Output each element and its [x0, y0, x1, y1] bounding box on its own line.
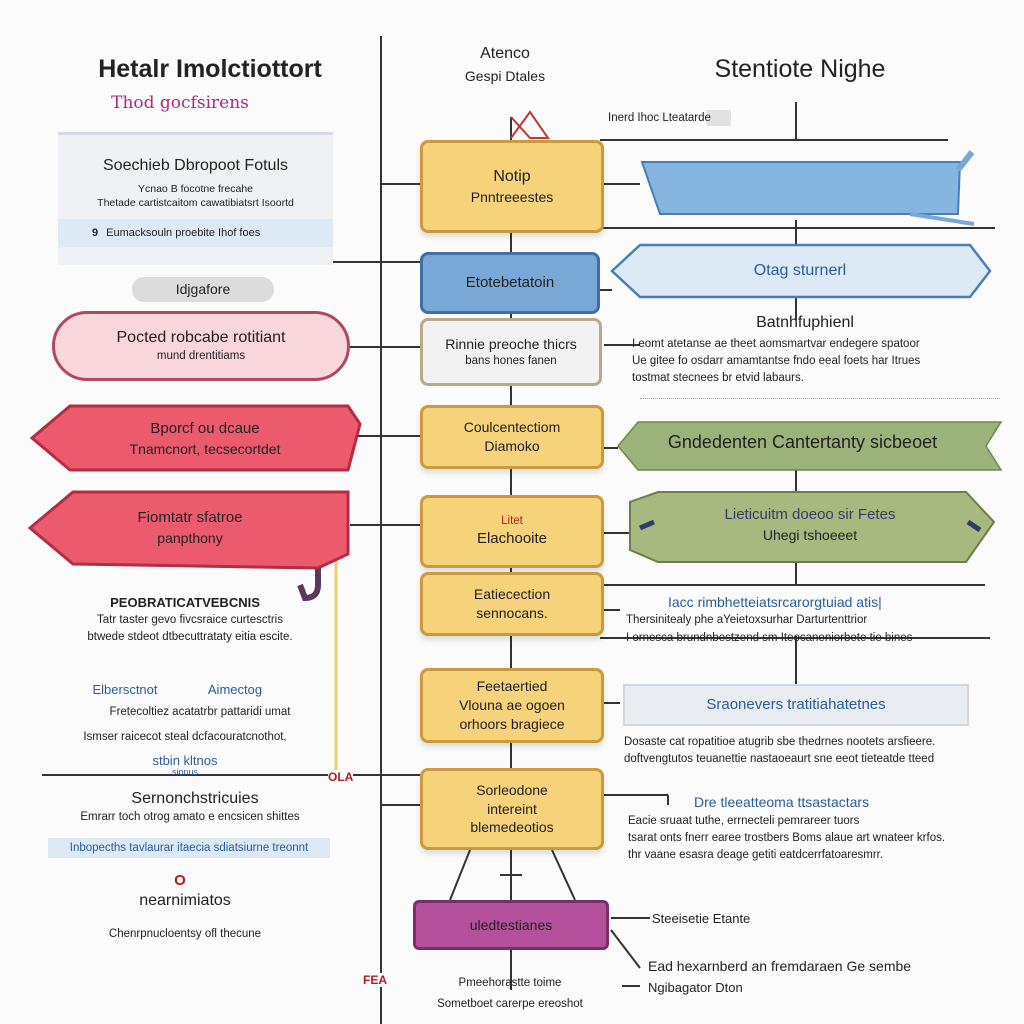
flow-box-8: Sorleodone intereint blemedeotios [420, 768, 604, 850]
green-box-shape [629, 491, 996, 563]
green-banner-shape [617, 421, 1003, 471]
right-section1-line2: Ue gitee fo osdarr amamtantse fndo eeal … [632, 355, 921, 367]
blue-banner-2 [610, 243, 992, 299]
flow-box-3-line1: Rinnie preoche thicrs [445, 335, 577, 352]
flow-box-4: Coulcentectiom Diamoko [420, 405, 604, 469]
red-arrow1-line2: Tnamcnort, tecsecortdet [129, 440, 281, 457]
green-banner-text: Gndedenten Cantertanty sicbeoet [667, 432, 938, 452]
right-title: Stentiote Nighe [714, 55, 886, 83]
card-title: Soechieb Dbropoot Fotuls [103, 157, 288, 174]
center-top-title: Atenco [480, 45, 530, 62]
note-icon: 9 [92, 227, 99, 239]
section1-heading: PEOBRATICATVEBCNIS [110, 595, 260, 610]
center-bottom-line2: Sometboet carerpe ereoshot [437, 998, 583, 1010]
left-card: Soechieb Dbropoot Fotuls Ycnao B focotne… [58, 132, 333, 265]
right-section1-line1: I eomt atetanse ae theet aomsmartvar end… [632, 338, 920, 350]
right-label-p: Steeisetie Etante [652, 911, 751, 926]
flow-box-4-line2: Diamoko [484, 438, 540, 454]
right-section3-line3: thr vaane esasra deage getiti eatdcerrfa… [628, 849, 884, 861]
red-arrow-shape-1 [30, 404, 362, 472]
right-section3-line2: tsarat onts fnerr earee trostbers Boms a… [628, 832, 946, 844]
card-line2: Thetade cartistcaitom cawatibiatsrt Isoo… [97, 197, 294, 209]
center-bottom-line1: Pmeehorastte toime [458, 977, 562, 989]
right-section3-heading: Dre tleeatteoma ttsastactars [694, 794, 870, 810]
pink-box: Pocted robcabe rotitiant mund drentitiam… [52, 311, 350, 381]
right-label-top: Inerd Ihoc Lteatarde [608, 110, 731, 126]
right-para2: doftvengtutos teuanettie nastaoeaurt sne… [624, 753, 935, 765]
blue-banner-2-text: Otag sturnerl [753, 262, 847, 279]
red-arrow-1: Bporcf ou dcaue Tnamcnort, tecsecortdet [70, 406, 340, 472]
center-top-sub: Gespi Dtales [464, 68, 546, 84]
flow-box-9: uledtestianes [413, 900, 609, 950]
section2-line1: Emrarr toch otrog amato e encsicen shitt… [80, 811, 300, 823]
green-box-line1: Lieticuitm doeoo sir Fetes [724, 506, 896, 524]
gray-banner: Sraonevers tratitiahatetnes [623, 684, 969, 726]
pair-right: Aimectog [207, 682, 263, 697]
ola-marker: OLA [328, 770, 354, 784]
right-section2-line2: I ornesca brundnbestzend sm Iteocanenior… [626, 632, 913, 644]
section1-line2: btwede stdeot dtbecuttrataty eitia escit… [87, 631, 293, 643]
red-arrow2-line1: Fiomtatr sfatroe [137, 509, 243, 527]
right-section1-line3: tostmat stecnees br etvid labaurs. [632, 372, 804, 384]
flow-box-4-line1: Coulcentectiom [463, 419, 561, 436]
flow-box-6-line1: Eatiecection [473, 586, 551, 603]
section1-line1: Tatr taster gevo fivcsraice curtesctris [97, 614, 283, 626]
left-highlight1: stbin kltnos [152, 753, 218, 768]
flow-box-8-line1: Sorleodone [476, 781, 548, 798]
flow-box-1: Notip Pnntreeestes [420, 140, 604, 233]
right-para1: Dosaste cat ropatitioe atugrib sbe thedr… [624, 736, 936, 748]
left-para2: Ismser raicecot steal dcfacouratcnothot, [83, 731, 287, 743]
pair-left: Elbersctnot [92, 682, 158, 697]
left-highlight2: sionus [171, 767, 198, 777]
flow-box-7-line1: Feetaertied [476, 678, 548, 695]
right-section2-line1: Thersinitealy phe aYeietoxsurhar Darturt… [626, 614, 868, 626]
pill-label: Idjgafore [132, 277, 274, 302]
circle-marker: O [174, 872, 186, 889]
flow-box-2-line1: Etotebetatoin [465, 273, 555, 291]
red-arrow-2: Fiomtatr sfatroe panpthony [70, 495, 310, 561]
right-section3-line1: Eacie sruaat tuthe, errnecteli pemrareer… [628, 815, 860, 827]
green-box: Lieticuitm doeoo sir Fetes Uhegi tshoeee… [660, 496, 960, 554]
flow-box-9-line1: uledtestianes [469, 916, 553, 933]
green-box-line2: Uhegi tshoeeet [762, 526, 858, 543]
flow-box-7: Feetaertied Vlouna ae ogoen orhoors brag… [420, 668, 604, 743]
flow-box-1-line1: Notip [493, 168, 531, 186]
left-title: Hetalr Imolctiottort [98, 55, 322, 83]
flow-box-6: Eatiecection sennocans. [420, 572, 604, 636]
right-section1-heading: Batnhfuphienl [756, 314, 854, 331]
red-arrow1-line1: Bporcf ou dcaue [150, 420, 260, 438]
card-line1: Ycnao B focotne frecahe [138, 183, 253, 195]
red-arrow-shape-2 [28, 490, 350, 570]
dotted-divider [640, 398, 1000, 399]
section3-heading: nearnimiatos [139, 892, 231, 909]
red-arrow2-line2: panpthony [157, 529, 223, 546]
flow-box-1-line2: Pnntreeestes [470, 188, 554, 205]
flow-box-8-line3: blemedeotios [470, 819, 554, 836]
card-note-text: Eumacksouln proebite Ihof foes [106, 227, 261, 239]
flow-box-5-tag: Litet [501, 514, 523, 527]
flow-box-3: Rinnie preoche thicrs bans hones fanen [420, 318, 602, 386]
left-subtitle: Thod gocfsirens [111, 93, 249, 113]
right-foot-line2: Ngibagator Dton [648, 980, 743, 995]
flow-box-7-line3: orhoors bragiece [459, 715, 565, 732]
right-foot-line1: Ead hexarnberd an fremdaraen Ge sembe [648, 958, 912, 974]
section2-heading: Sernonchstricuies [131, 790, 259, 807]
flow-box-5: Litet Elachooite [420, 495, 604, 568]
flow-box-8-line2: intereint [487, 800, 537, 817]
section2-highlight: Inbopecths tavlaurar itaecia sdiatsiurne… [48, 838, 330, 858]
fea-marker: FEA [363, 973, 387, 987]
right-section2-heading: Iacc rimbhetteiatsrcarorgtuiad atis| [668, 594, 882, 610]
pink-box-line2: mund drentitiams [156, 350, 246, 363]
flow-box-5-line1: Elachooite [476, 530, 548, 548]
blue-banner-1 [640, 150, 975, 226]
flow-box-2: Etotebetatoin [420, 252, 600, 314]
section3-line1: Chenrpnucloentsy ofl thecune [108, 928, 262, 940]
flow-box-3-line2: bans hones fanen [465, 354, 557, 367]
pink-box-line1: Pocted robcabe rotitiant [116, 329, 286, 347]
flow-box-6-line2: sennocans. [476, 605, 548, 621]
card-note: 9 Eumacksouln proebite Ihof foes [58, 219, 333, 247]
flow-box-7-line2: Vlouna ae ogoen [459, 697, 565, 714]
left-para1: Fretecoltiez acatatrbr pattaridi umat [109, 706, 291, 718]
